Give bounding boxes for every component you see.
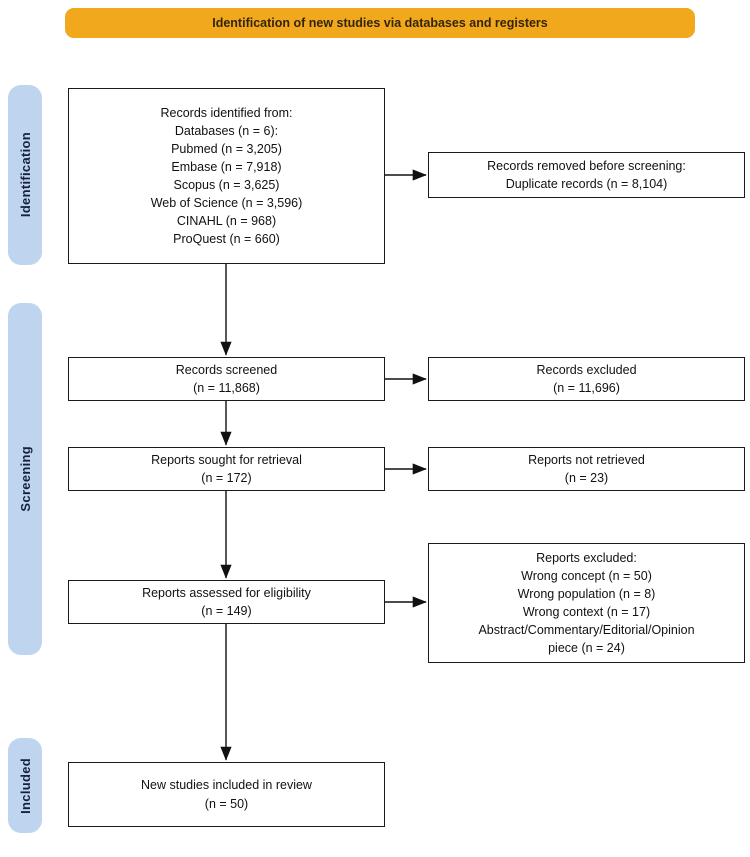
stage-tab-screening: Screening: [8, 303, 42, 655]
diagram-title: Identification of new studies via databa…: [212, 16, 548, 30]
box-line: Wrong concept (n = 50): [521, 568, 652, 583]
box-line: Records screened: [175, 362, 278, 377]
box-records-excluded: Records excluded (n = 11,696): [428, 357, 745, 401]
box-reports-excluded: Reports excluded: Wrong concept (n = 50)…: [428, 543, 745, 663]
box-line: Records excluded: [536, 362, 637, 377]
box-line: Reports not retrieved: [528, 452, 645, 467]
box-line: Web of Science (n = 3,596): [150, 196, 303, 211]
stage-tab-identification: Identification: [8, 85, 42, 265]
box-line: Databases (n = 6):: [174, 123, 279, 138]
box-line: Embase (n = 7,918): [171, 159, 282, 174]
box-new-studies-included: New studies included in review (n = 50): [68, 762, 385, 827]
box-line: (n = 149): [201, 604, 252, 618]
stage-label-included: Included: [17, 757, 33, 814]
box-line: Wrong context (n = 17): [522, 605, 651, 619]
stage-label-identification: Identification: [17, 132, 33, 218]
box-reports-assessed: Reports assessed for eligibility (n = 14…: [68, 580, 385, 624]
box-line: Records identified from:: [160, 105, 293, 120]
box-line: Reports excluded:: [536, 550, 637, 565]
box-line: Wrong population (n = 8): [517, 586, 656, 601]
box-records-removed: Records removed before screening: Duplic…: [428, 152, 745, 198]
box-line: New studies included in review: [141, 778, 312, 793]
box-line: (n = 50): [204, 796, 249, 811]
box-line: Records removed before screening:: [487, 158, 686, 173]
box-line: (n = 11,868): [193, 381, 260, 395]
box-line: ProQuest (n = 660): [173, 232, 280, 247]
box-reports-not-retrieved: Reports not retrieved (n = 23): [428, 447, 745, 491]
diagram-title-banner: Identification of new studies via databa…: [65, 8, 695, 38]
box-line: CINAHL (n = 968): [176, 214, 277, 229]
box-line: piece (n = 24): [548, 641, 625, 656]
box-reports-sought: Reports sought for retrieval (n = 172): [68, 447, 385, 491]
box-line: (n = 172): [201, 471, 252, 485]
box-records-identified: Records identified from: Databases (n = …: [68, 88, 385, 264]
box-line: Scopus (n = 3,625): [173, 178, 280, 192]
box-records-screened: Records screened (n = 11,868): [68, 357, 385, 401]
box-line: Pubmed (n = 3,205): [171, 141, 282, 156]
stage-label-screening: Screening: [17, 446, 33, 512]
box-line: (n = 11,696): [553, 381, 620, 395]
box-line: (n = 23): [564, 471, 609, 485]
box-line: Reports assessed for eligibility: [142, 585, 311, 600]
box-line: Abstract/Commentary/Editorial/Opinion: [478, 623, 695, 638]
box-line: Duplicate records (n = 8,104): [505, 177, 668, 191]
box-line: Reports sought for retrieval: [151, 452, 302, 467]
stage-tab-included: Included: [8, 738, 42, 833]
